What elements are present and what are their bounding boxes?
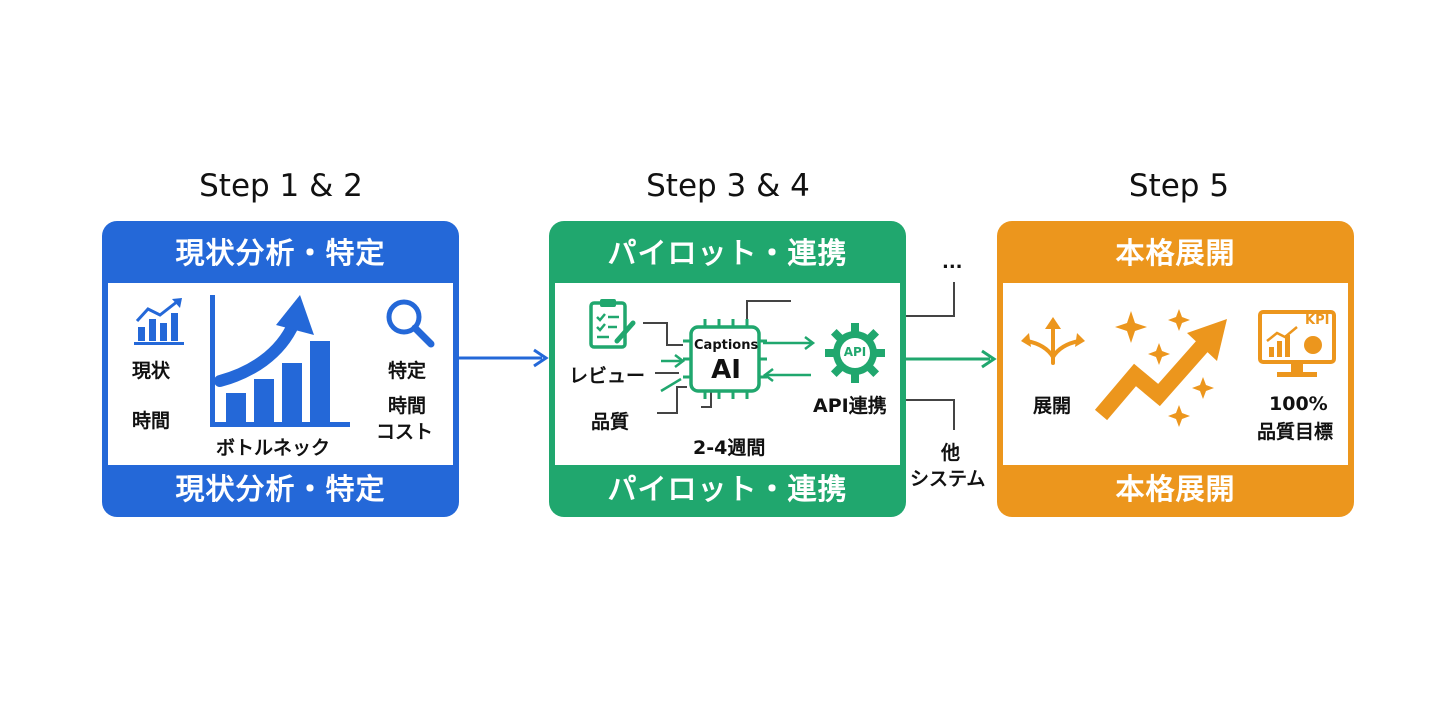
step-3-body: レビュー 品質 Captions AI [555, 283, 900, 465]
growth-chart-icon [210, 295, 354, 431]
step-1-body: 現状 時間 ボトルネック 特定 時間 コスト [108, 283, 453, 465]
chip-caption-label: Captions [694, 338, 759, 353]
kpi-label: KPI [1305, 313, 1330, 328]
step-3-title: Step 3 & 4 [646, 168, 810, 204]
label-bottleneck: ボトルネック [216, 437, 331, 459]
step-5-title: Step 5 [1128, 168, 1230, 204]
clipboard-icon [587, 297, 639, 353]
magnifier-icon [384, 297, 436, 349]
step-1-footer: 現状分析・特定 [175, 472, 386, 506]
bar-chart-trend-icon [134, 297, 190, 345]
step-5-card: 本格展開 展開 [997, 221, 1354, 517]
gear-api-label: API [843, 345, 867, 359]
connector-ellipsis: ... [942, 252, 963, 273]
chip-ai-label: AI [711, 355, 741, 385]
step-3-footer: パイロット・連携 [607, 472, 848, 506]
step-5-body: 展開 [1003, 283, 1348, 465]
connector-lines-step-3-to-5 [906, 280, 1000, 430]
step-5-footer: 本格展開 [1115, 472, 1236, 506]
rising-arrow-sparkle-icon [1095, 303, 1235, 433]
label-time-2: 時間 [388, 395, 427, 417]
label-deploy: 展開 [1033, 395, 1072, 417]
label-identify: 特定 [388, 360, 427, 382]
label-api-integration: API連携 [813, 395, 887, 417]
deploy-arrows-icon [1021, 317, 1085, 367]
api-gear-icon [825, 323, 885, 383]
step-5-header: 本格展開 [1115, 236, 1236, 270]
chip-connector-lines [555, 283, 900, 465]
step-1-title: Step 1 & 2 [199, 168, 363, 204]
step-1-card: 現状分析・特定 現状 時間 [102, 221, 459, 517]
arrow-step-1-to-3 [458, 348, 552, 368]
label-target-percent: 100% [1269, 393, 1328, 415]
label-duration: 2-4週間 [693, 437, 766, 459]
step-3-header: パイロット・連携 [607, 236, 848, 270]
ai-chip-icon [683, 319, 767, 399]
connector-other: 他 [941, 442, 961, 464]
label-time: 時間 [132, 410, 171, 432]
label-cost: コスト [376, 421, 434, 443]
step-1-header: 現状分析・特定 [175, 236, 386, 270]
label-current: 現状 [132, 360, 171, 382]
step-3-card: パイロット・連携 [549, 221, 906, 517]
label-quality: 品質 [591, 411, 630, 433]
label-quality-target: 品質目標 [1257, 421, 1334, 443]
kpi-monitor-icon [1257, 309, 1337, 381]
label-review: レビュー [569, 365, 646, 387]
connector-system: システム [910, 468, 986, 490]
